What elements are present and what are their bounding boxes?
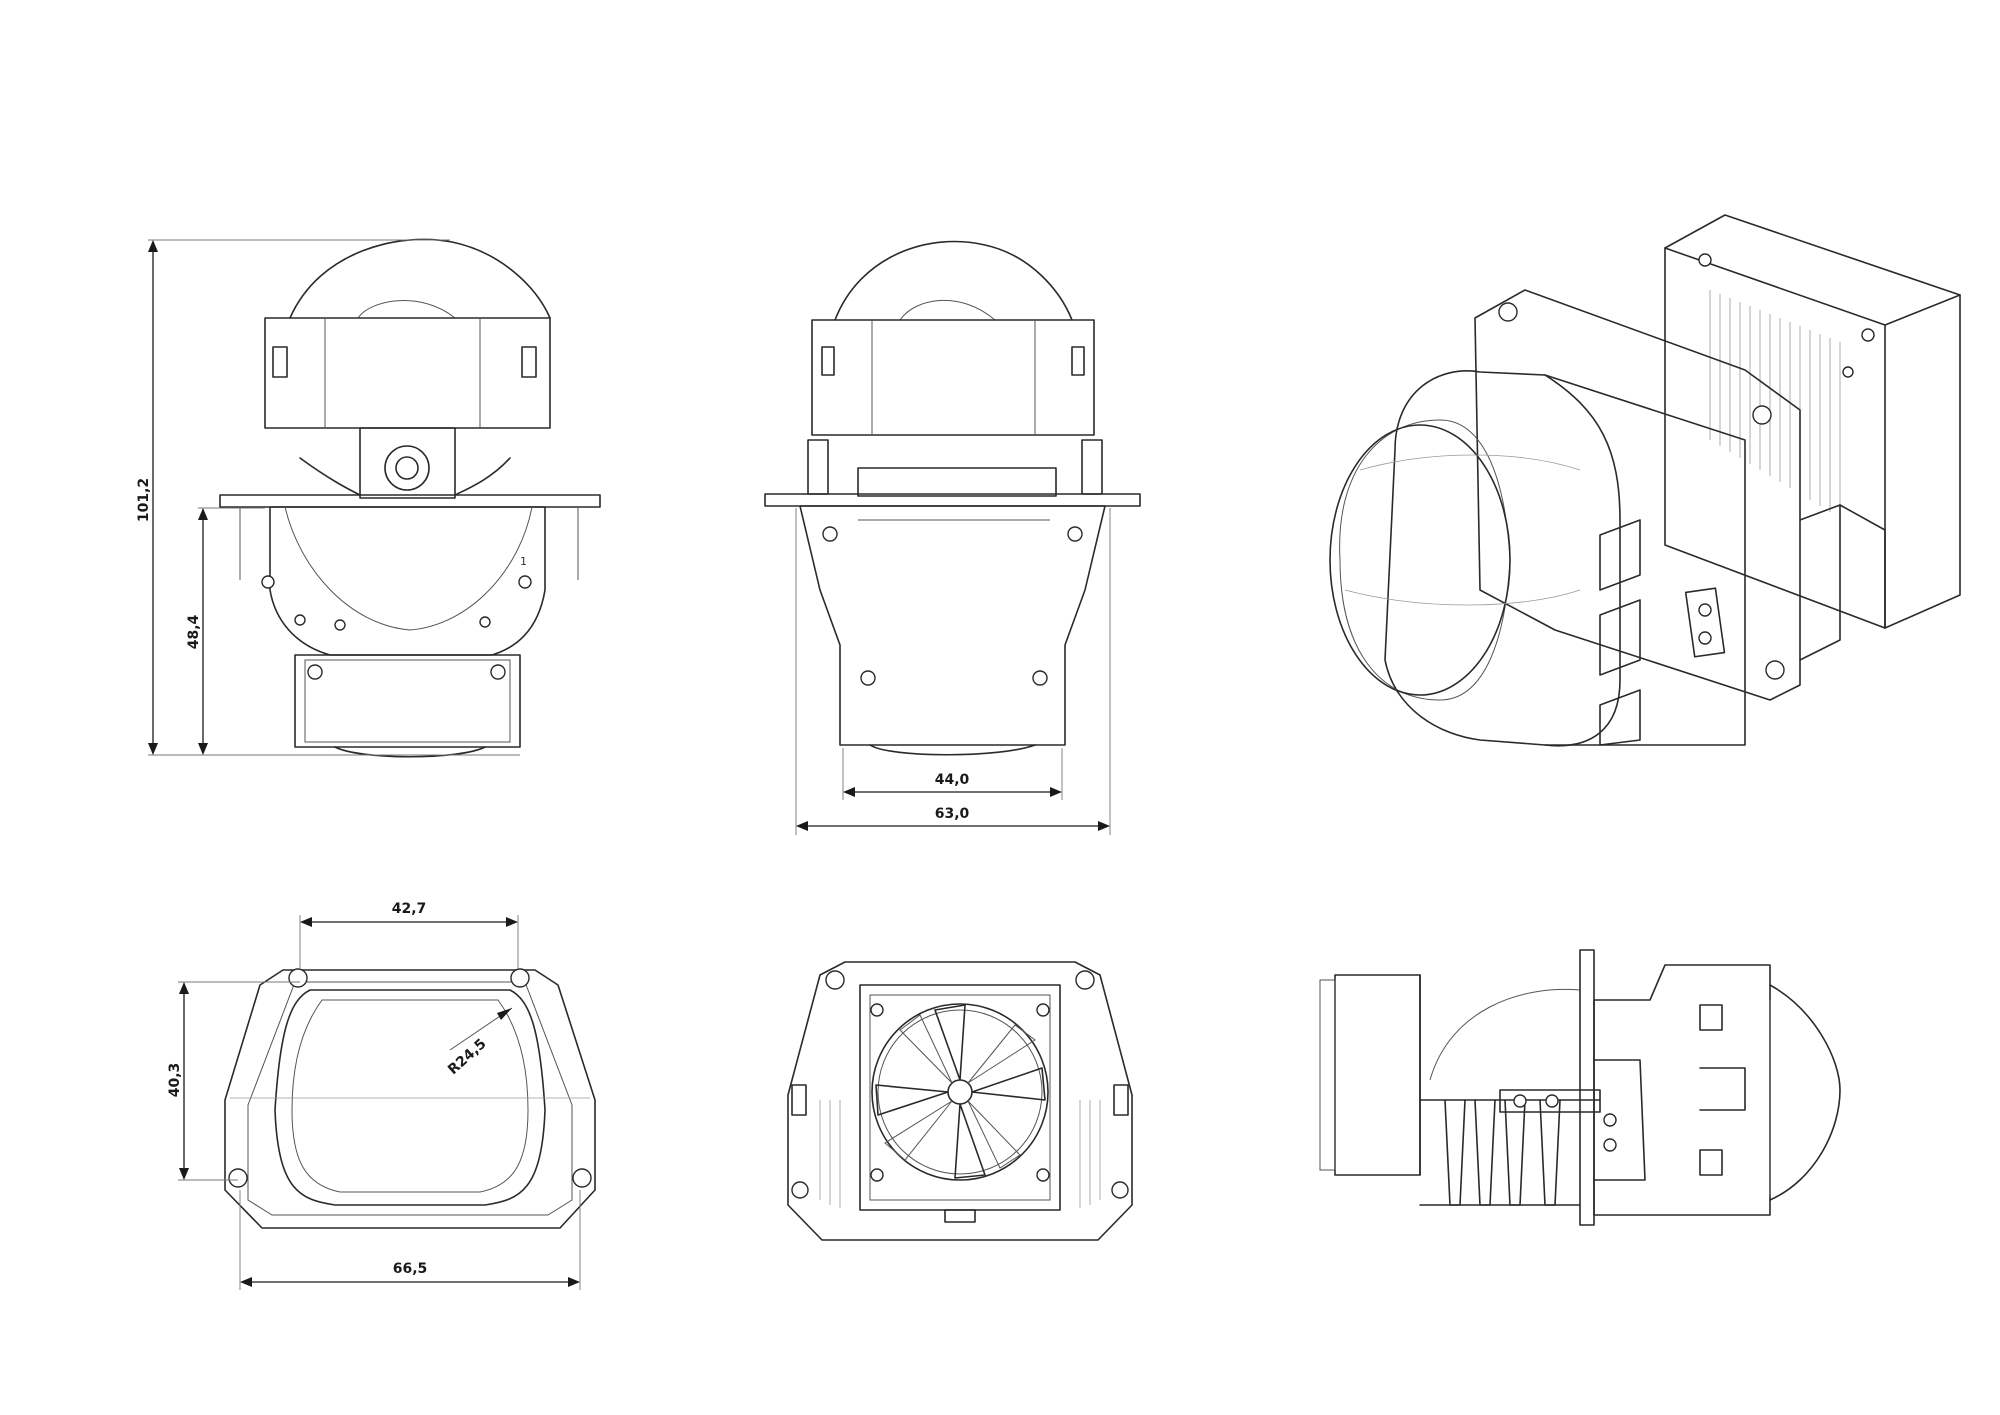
dim-overall-height: 101,2 [136,478,152,522]
dim-body-width: 44,0 [935,772,970,788]
dim-lens-radius: R24,5 [445,1036,489,1078]
isometric-view [1329,214,1961,747]
dim-flange-width: 63,0 [935,806,970,822]
dim-frame-width: 66,5 [393,1261,428,1277]
dim-lens-width: 42,7 [392,901,427,917]
heatsink-fins [1709,290,1841,518]
dim-lens-height: 40,3 [167,1063,183,1098]
side-elevation-view: 44,0 63,0 [764,240,1141,835]
rear-fan-view [787,961,1133,1241]
lens-front-view: R24,5 42,7 40,3 66,5 [167,901,596,1290]
front-elevation-view: 1 101,2 48,4 [136,238,601,758]
part-mark-label: 1 [520,555,527,568]
right-side-view [1319,949,1841,1226]
dim-mount-height: 48,4 [186,614,202,649]
